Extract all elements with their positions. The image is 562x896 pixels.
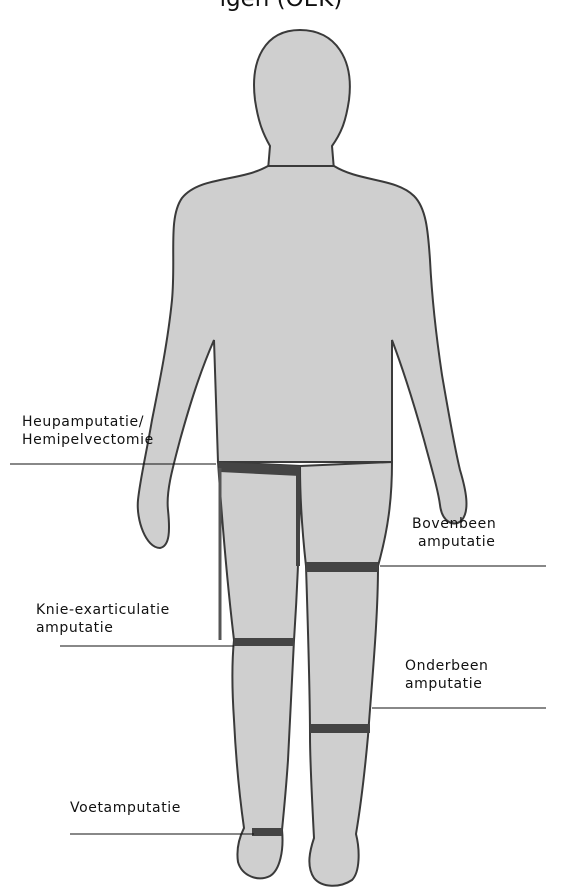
knee-band bbox=[234, 638, 294, 646]
label-heup-line2: Hemipelvectomie bbox=[22, 431, 154, 449]
above-knee-band bbox=[306, 562, 378, 572]
label-bovenbeen: Bovenbeen amputatie bbox=[412, 515, 496, 551]
label-onder-line2: amputatie bbox=[405, 675, 489, 693]
label-boven-line2: amputatie bbox=[412, 533, 496, 551]
label-onderbeen: Onderbeen amputatie bbox=[405, 657, 489, 693]
label-heup-line1: Heupamputatie/ bbox=[22, 413, 154, 431]
label-voet-line1: Voetamputatie bbox=[70, 799, 181, 817]
label-boven-line1: Bovenbeen bbox=[412, 515, 496, 533]
right-leg-shape bbox=[300, 462, 392, 886]
label-knie-line2: amputatie bbox=[36, 619, 170, 637]
foot-band bbox=[252, 828, 282, 836]
label-knie-exarticulatie: Knie-exarticulatie amputatie bbox=[36, 601, 170, 637]
label-heupamputatie: Heupamputatie/ Hemipelvectomie bbox=[22, 413, 154, 449]
left-leg-shape bbox=[218, 462, 300, 878]
label-knie-line1: Knie-exarticulatie bbox=[36, 601, 170, 619]
below-knee-band bbox=[310, 724, 370, 733]
label-voetamputatie: Voetamputatie bbox=[70, 799, 181, 817]
label-onder-line1: Onderbeen bbox=[405, 657, 489, 675]
head-shape bbox=[254, 30, 350, 182]
